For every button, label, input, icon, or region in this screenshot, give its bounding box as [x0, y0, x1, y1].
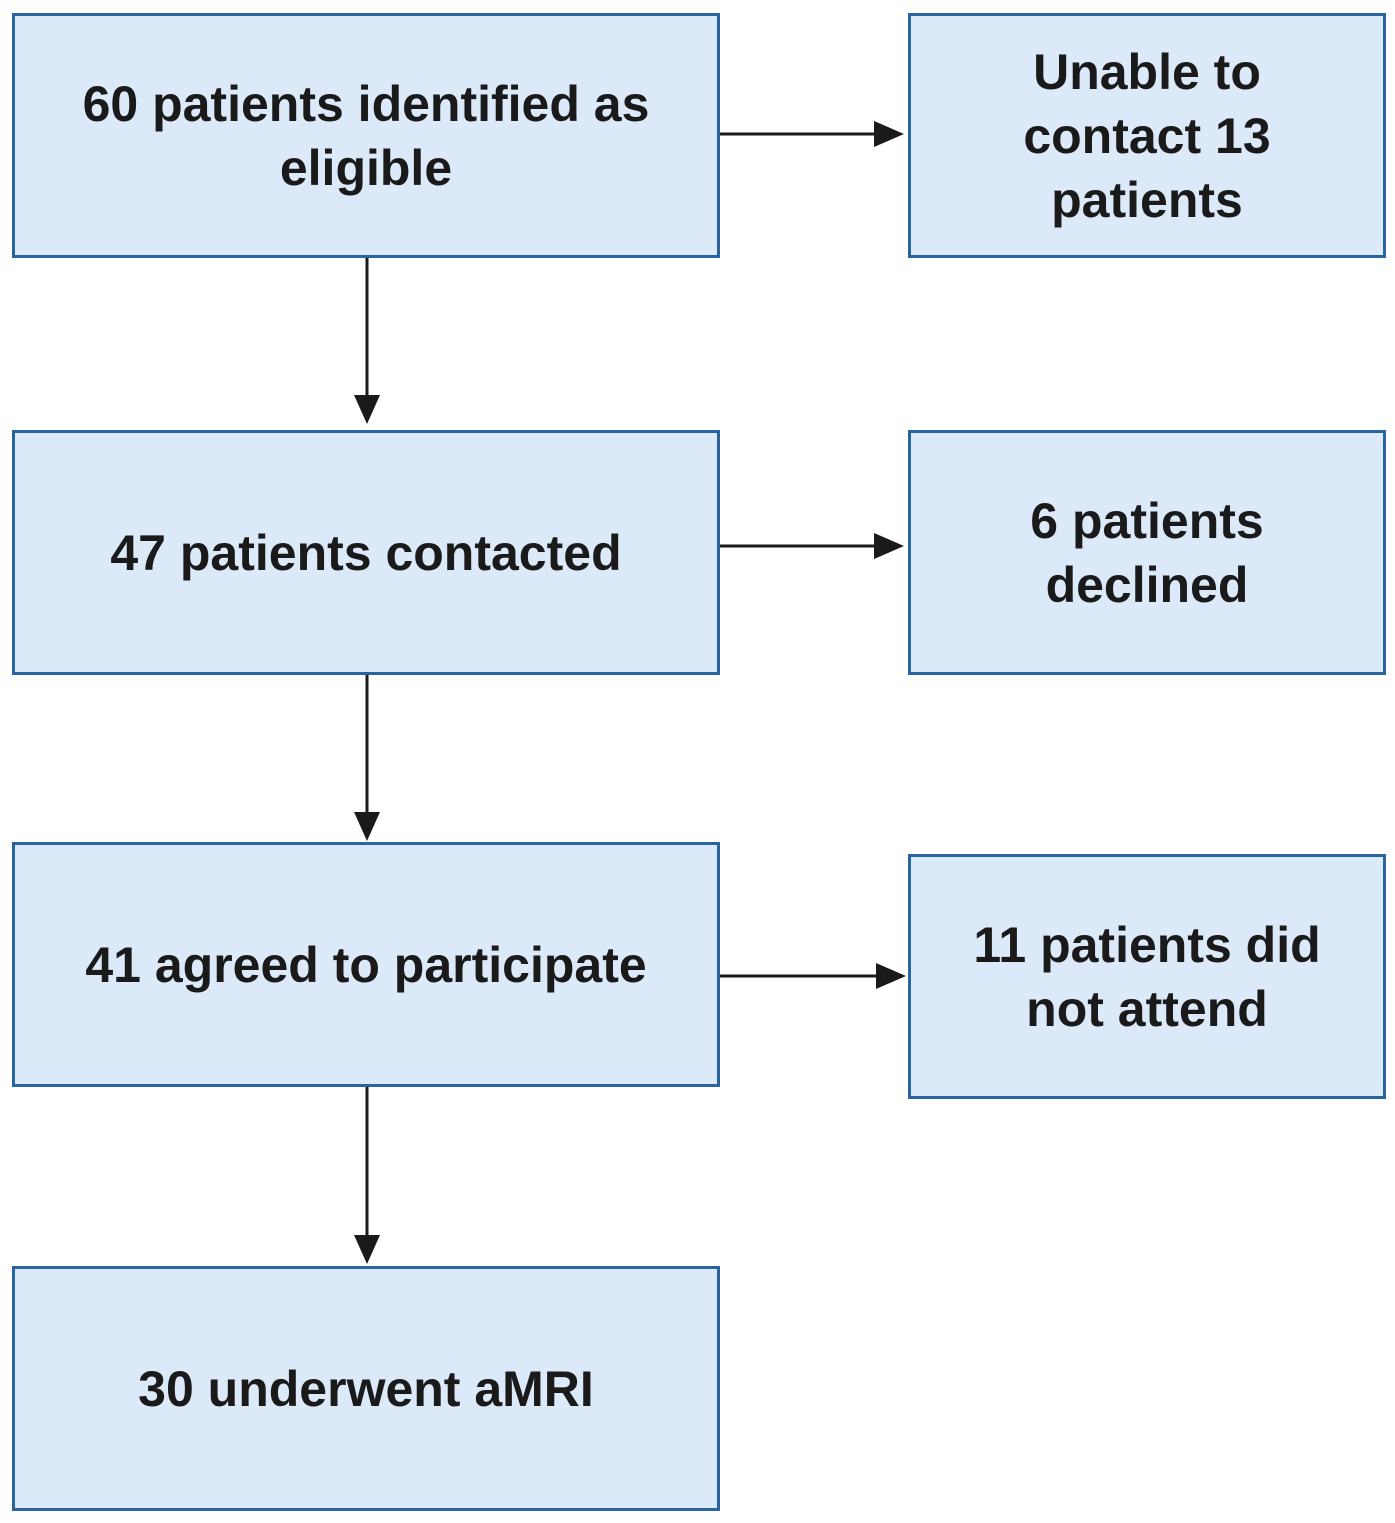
arrowhead-agreed-to-notattend — [876, 963, 906, 989]
box-did-not-attend-label: 11 patients did not attend — [973, 916, 1321, 1037]
box-declined: 6 patients declined — [908, 430, 1386, 675]
arrowhead-contacted-to-declined — [874, 533, 904, 559]
box-unable-to-contact-label: Unable to contact 13 patients — [1023, 43, 1271, 228]
box-unable-to-contact: Unable to contact 13 patients — [908, 13, 1386, 258]
box-agreed-label: 41 agreed to participate — [85, 936, 647, 993]
box-did-not-attend: 11 patients did not attend — [908, 854, 1386, 1099]
box-declined-label: 6 patients declined — [1030, 492, 1264, 613]
arrowhead-agreed-to-amri — [354, 1235, 380, 1264]
box-eligible-label: 60 patients identified as eligible — [82, 75, 650, 196]
box-agreed: 41 agreed to participate — [12, 842, 720, 1087]
box-amri: 30 underwent aMRI — [12, 1266, 720, 1511]
arrowhead-contacted-to-agreed — [354, 812, 380, 841]
box-contacted-label: 47 patients contacted — [110, 524, 622, 581]
arrowhead-eligible-to-contacted — [354, 395, 380, 424]
box-eligible: 60 patients identified as eligible — [12, 13, 720, 258]
box-contacted: 47 patients contacted — [12, 430, 720, 675]
box-amri-label: 30 underwent aMRI — [138, 1360, 594, 1417]
arrowhead-eligible-to-unable — [874, 121, 904, 147]
